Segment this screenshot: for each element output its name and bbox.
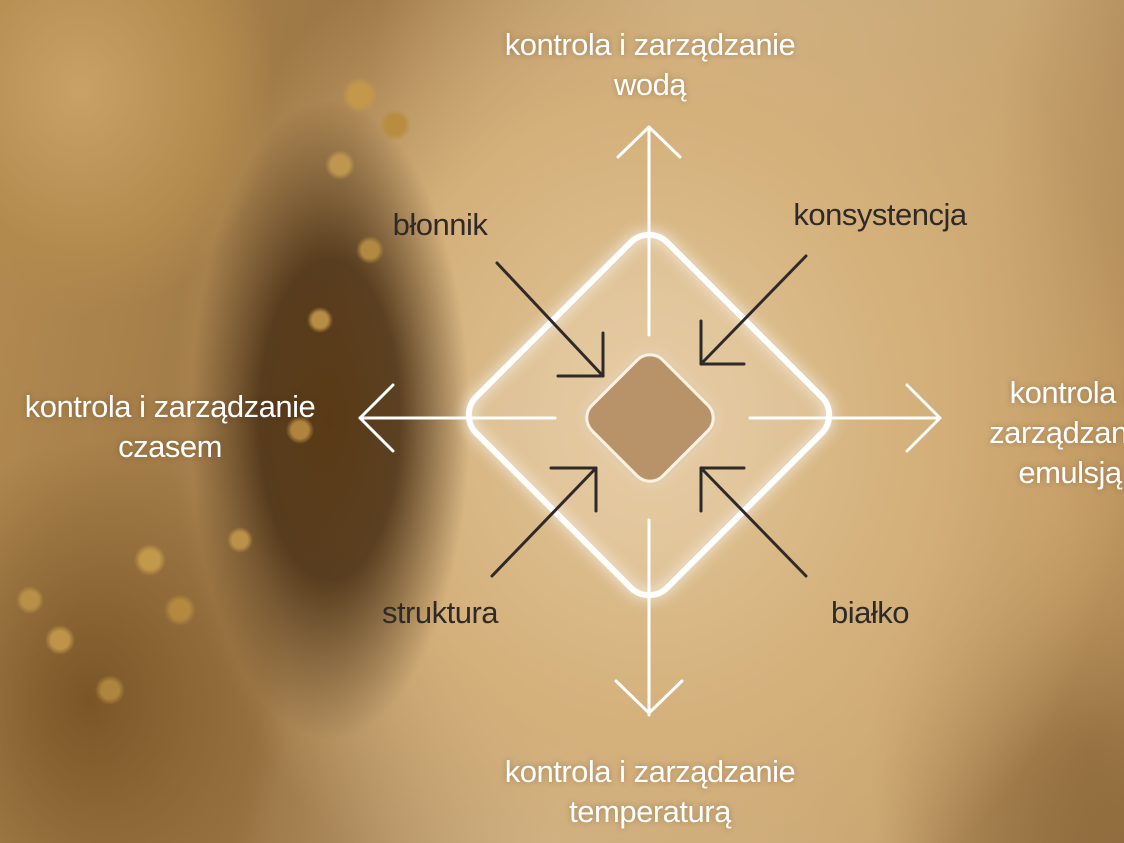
label-protein: białko <box>800 593 940 633</box>
label-fiber: błonnik <box>370 205 510 245</box>
label-water-control: kontrola i zarządzanie wodą <box>480 25 820 105</box>
label-structure: struktura <box>355 593 525 633</box>
label-time-control: kontrola i zarządzanie czasem <box>0 387 340 467</box>
label-emulsion-control: kontrola i zarządzanie emulsją <box>955 373 1124 493</box>
label-consistency: konsystencja <box>775 195 985 235</box>
label-temperature-control: kontrola i zarządzanie temperaturą <box>480 752 820 832</box>
